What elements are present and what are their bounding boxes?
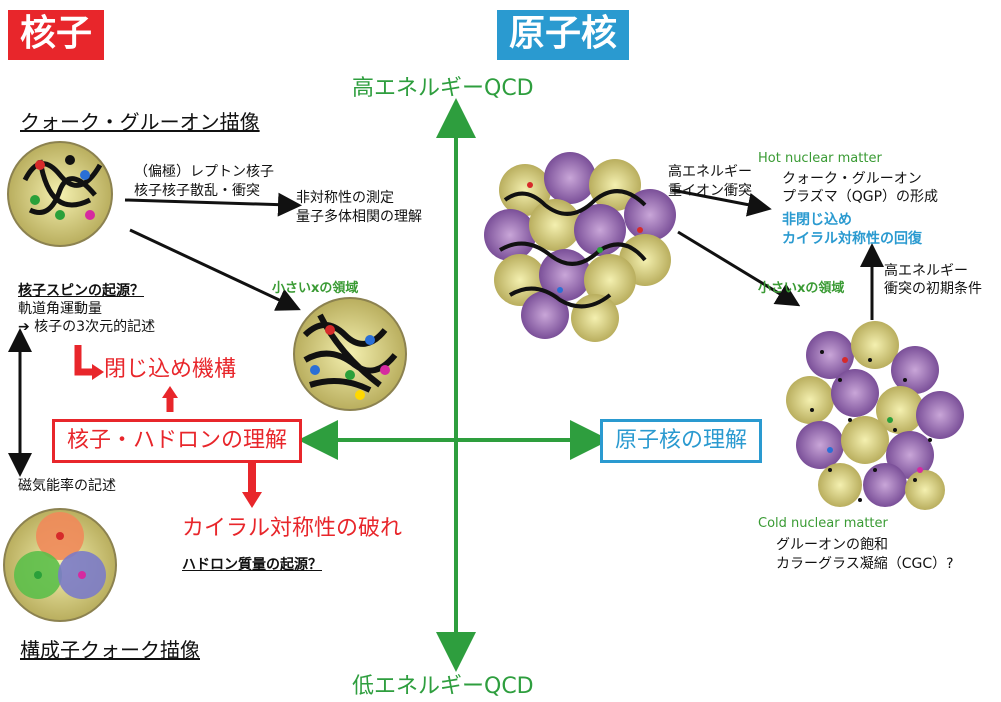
orbital-momentum-line: 軌道角運動量 (18, 301, 102, 317)
gluon-saturation-line: グルーオンの飽和 (776, 537, 888, 553)
heavy-ion-line1: 高エネルギー (668, 164, 752, 180)
constituent-quark-image (3, 508, 117, 622)
chiral-breaking-label: カイラル対称性の破れ (182, 516, 403, 541)
quark-gluon-picture-title: クォーク・グルーオン描像 (20, 110, 260, 134)
heavy-ion-line2: 重イオン衝突 (668, 183, 752, 199)
low-energy-qcd-label: 低エネルギーQCD (352, 674, 534, 699)
initial-conditions-line2: 衝突の初期条件 (884, 281, 982, 297)
3d-description-line: ➔ 核子の3次元的記述 (18, 319, 156, 335)
spin-origin-heading: 核子スピンの起源？ (18, 283, 144, 299)
asymmetry-line2: 量子多体相関の理解 (296, 209, 422, 225)
small-x-region-left: 小さいxの領域 (272, 281, 359, 296)
confinement-mechanism-label: 閉じ込め機構 (104, 357, 237, 382)
hadron-mass-origin-line: ハドロン質量の起源？ (182, 557, 322, 573)
small-x-region-right: 小さいxの領域 (758, 281, 845, 296)
deconfinement-line1: 非閉じ込め (782, 212, 852, 228)
heavy-ion-nucleus-image (484, 152, 676, 342)
initial-conditions-line1: 高エネルギー (884, 263, 968, 279)
lepton-scattering-line1: （偏極）レプトン核子 (134, 164, 274, 180)
asymmetry-line1: 非対称性の測定 (296, 190, 394, 206)
nucleon-badge: 核子 (8, 10, 105, 60)
cold-nuclear-matter-label: Cold nuclear matter (758, 516, 888, 531)
hot-nuclear-matter-label: Hot nuclear matter (758, 151, 882, 166)
lepton-scattering-line2: 核子核子散乱・衝突 (134, 183, 260, 199)
qgp-line1: クォーク・グルーオン (782, 171, 922, 187)
cgc-line: カラーグラス凝縮（CGC）? (776, 556, 954, 572)
deconfinement-line2: カイラル対称性の回復 (782, 231, 922, 247)
nucleus-badge: 原子核 (497, 10, 630, 60)
nucleus-understanding-box: 原子核の理解 (600, 419, 763, 463)
qgp-line2: プラズマ（QGP）の形成 (782, 189, 939, 205)
small-x-nucleon-image (293, 297, 407, 411)
nucleon-hadron-understanding-box: 核子・ハドロンの理解 (52, 419, 303, 463)
magnetic-moment-line: 磁気能率の記述 (18, 478, 116, 494)
constituent-quark-picture-title: 構成子クォーク描像 (20, 638, 200, 662)
high-energy-qcd-label: 高エネルギーQCD (352, 76, 534, 101)
nucleon-gluon-image (7, 141, 113, 247)
cgc-nucleus-image (786, 321, 964, 510)
